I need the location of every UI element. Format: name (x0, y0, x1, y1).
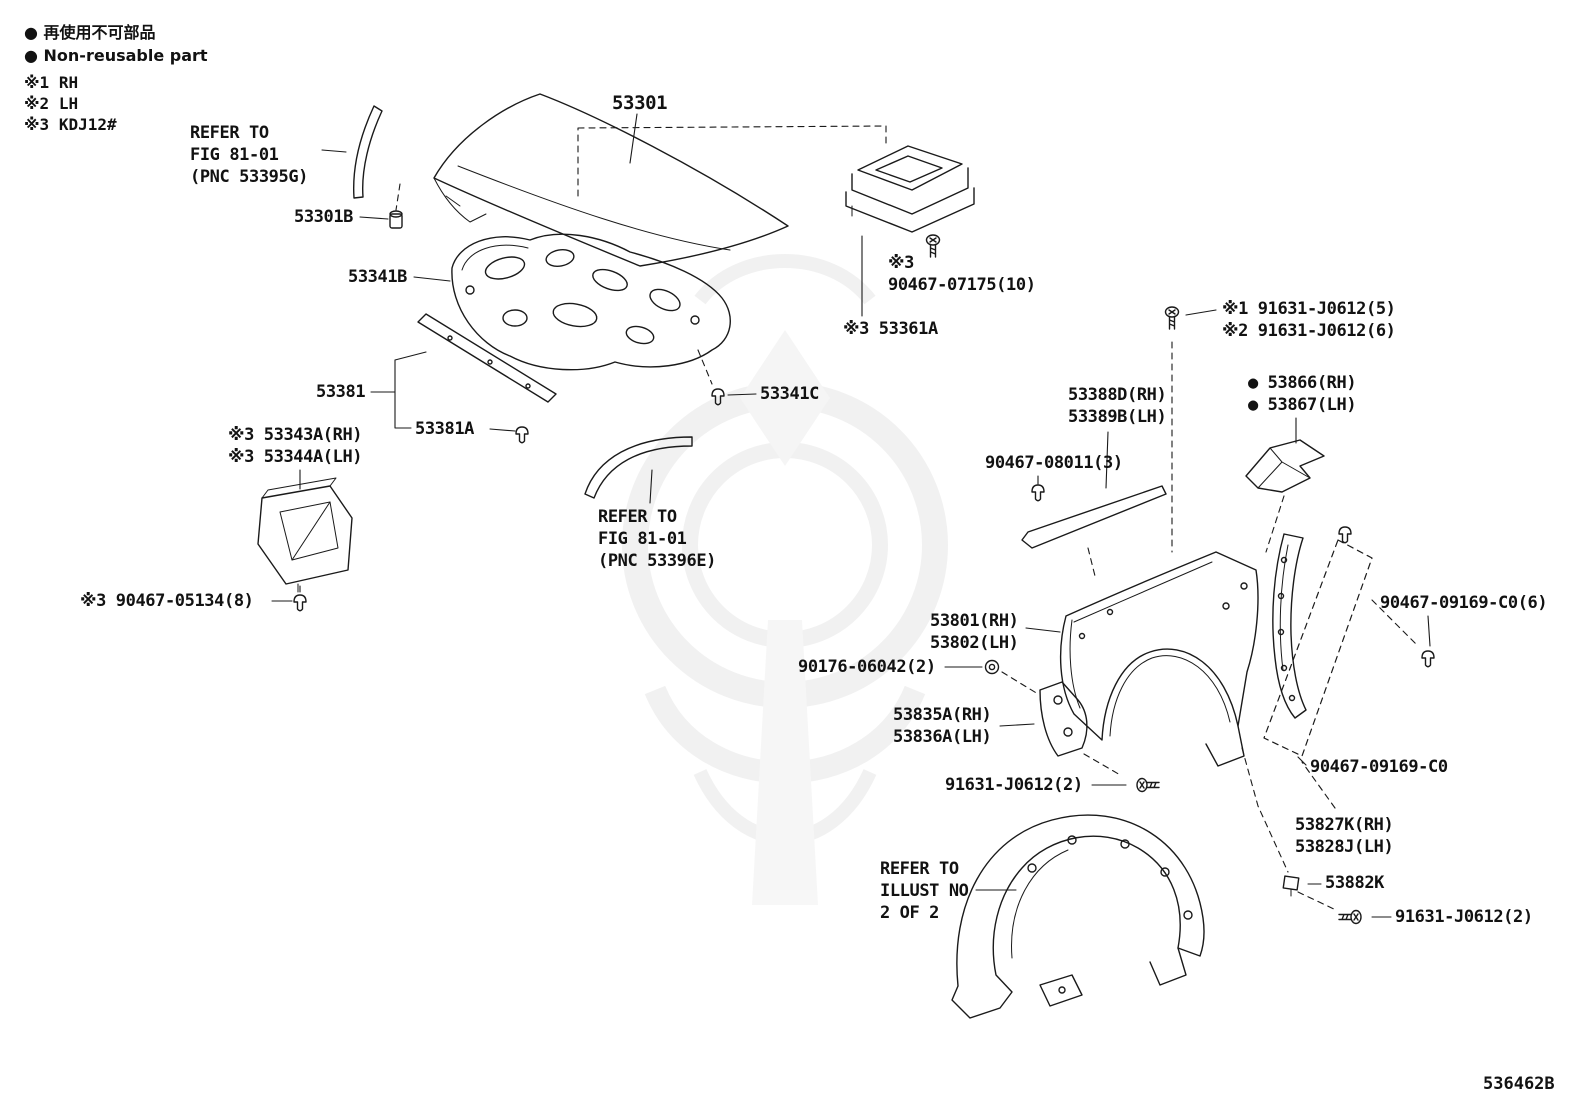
label-clip-90467-05134: ※3 90467-05134(8) (80, 591, 254, 611)
label-bolt-top: ※1 91631-J0612(5) ※2 91631-J0612(6) (1222, 299, 1396, 341)
label-hood-seal-clip: 53381A (415, 419, 475, 439)
fasteners-art (293, 234, 1435, 925)
bolt-mid-icon (1136, 777, 1160, 793)
hood-panel-art (352, 93, 789, 267)
label-fender-bracket: 53835A(RH) 53836A(LH) (893, 705, 992, 747)
cowl-louver-art (845, 145, 975, 233)
label-cowl-louver: ※3 53361A (843, 319, 938, 339)
label-bolt-mid: 91631-J0612(2) (945, 775, 1083, 795)
label-clip-90467-08011: 90467-08011(3) (985, 453, 1123, 473)
legend-note-3: ※3 KDJ12# (24, 115, 117, 134)
label-retainer: 53882K (1325, 873, 1385, 893)
fender-bracket-art (1039, 681, 1088, 757)
label-fender-protector: 53827K(RH) 53828J(LH) (1295, 815, 1394, 857)
fender-art (1059, 551, 1259, 767)
label-refer-fig-b: REFER TO FIG 81-01 (PNC 53396E) (598, 507, 717, 571)
legend-nonreusable-jp: ● 再使用不可部品 (24, 23, 156, 42)
bolt-top-icon (1164, 306, 1180, 330)
label-hood-insulator: 53341B (348, 267, 408, 287)
nut-90176-icon (984, 659, 1000, 675)
legend-note-2: ※2 LH (24, 94, 79, 113)
label-clip-90467-07175: ※3 90467-07175(10) (888, 253, 1036, 295)
label-hood-seal: 53381 (316, 382, 366, 402)
fender-liner-art (951, 814, 1205, 1019)
leader-lines (271, 113, 1431, 918)
retainer-53882K-icon (1282, 875, 1300, 897)
clip-09169-icon (1421, 650, 1435, 668)
label-refer-illust: REFER TO ILLUST NO 2 OF 2 (880, 859, 969, 923)
hood-seal-art (417, 313, 693, 499)
fender-seal-art (1021, 485, 1167, 549)
label-hood-panel: 53301 (612, 92, 668, 114)
label-fender-seal: 53388D(RH) 53389B(LH) (1068, 385, 1167, 427)
label-hood-cushion: 53301B (294, 207, 354, 227)
label-nut-90176: 90176-06042(2) (798, 657, 936, 677)
label-clip-90467-09169: 90467-09169-C0 (1310, 757, 1448, 777)
bolt-bottom-icon (1338, 909, 1362, 925)
clip-05134-icon (293, 594, 307, 612)
watermark (622, 254, 948, 905)
label-bolt-bottom: 91631-J0612(2) (1395, 907, 1533, 927)
fender-protector-art (1263, 526, 1373, 757)
label-clip-90467-09169-6: 90467-09169-C0(6) (1380, 593, 1548, 613)
clip-08011-icon (1031, 484, 1045, 502)
hood-insulator-art (451, 233, 731, 371)
mudguard-bracket-art (1245, 439, 1325, 493)
label-insulator-clip: 53341C (760, 384, 820, 404)
label-fender: 53801(RH) 53802(LH) (930, 611, 1019, 653)
side-deflector-art (257, 477, 353, 593)
clip-53381A-icon (515, 426, 529, 444)
label-side-panel: ※3 53343A(RH) ※3 53344A(LH) (228, 425, 363, 467)
legend-nonreusable-en: ● Non-reusable part (24, 46, 208, 65)
label-mudguard-bracket: ● 53866(RH) ● 53867(LH) (1248, 373, 1357, 415)
label-refer-fig-a: REFER TO FIG 81-01 (PNC 53395G) (190, 123, 309, 187)
diagram-code: 536462B (1483, 1074, 1555, 1094)
dashed-lines (299, 125, 1419, 911)
legend-note-1: ※1 RH (24, 73, 79, 92)
